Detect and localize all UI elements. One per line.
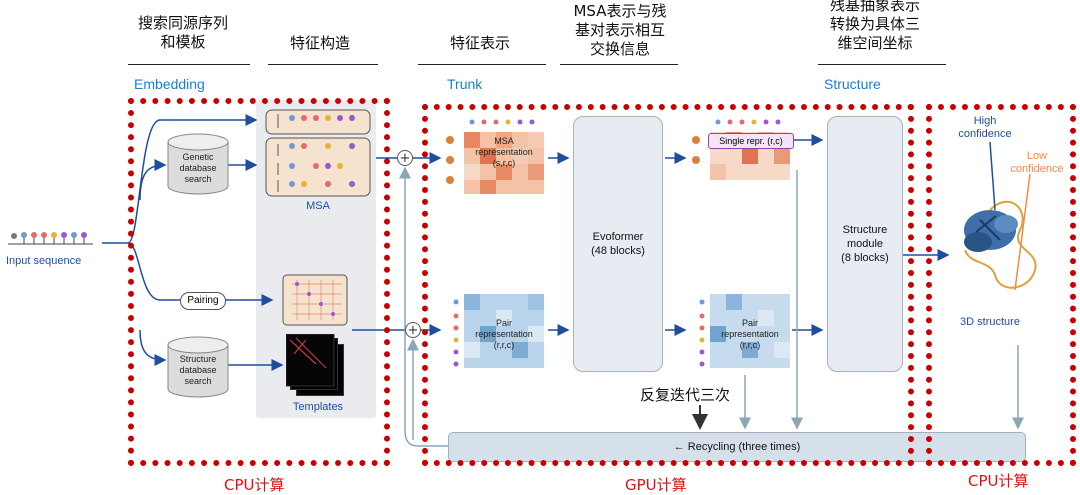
recycling-note: 反复迭代三次 — [640, 386, 731, 404]
pair-repr-out-label: Pair representation (r,r,c) — [721, 318, 779, 350]
3d-structure-label: 3D structure — [960, 316, 1020, 328]
sequence-glyph — [8, 232, 93, 245]
structure-db-label: Structure database search — [179, 354, 217, 386]
header-represent: 特征表示 — [449, 34, 510, 52]
divider — [418, 64, 546, 65]
header-exchange: MSA表示与残 基对表示相互 交换信息 — [573, 2, 667, 58]
msa-label: MSA — [306, 200, 330, 212]
high-confidence-label: High confidence — [958, 115, 1012, 140]
gpu-label: GPU计算 — [625, 476, 687, 494]
low-confidence-label: Low confidence — [1010, 150, 1064, 175]
pair-repr-label: Pair representation (r,r,c) — [475, 318, 533, 350]
msa-representation-matrix — [446, 119, 544, 194]
divider — [818, 64, 946, 65]
pair-representation-matrix — [699, 294, 790, 368]
cpu-label: CPU计算 — [224, 476, 285, 494]
cpu-region-structure — [926, 104, 1076, 466]
single-repr-label: Single repr. (r,c) — [708, 133, 794, 149]
msa-feature-icon — [265, 109, 371, 197]
templates-label: Templates — [292, 401, 344, 413]
section-structure: Structure — [824, 76, 881, 92]
header-search: 搜索同源序列 和模板 — [137, 14, 228, 51]
plus-node: + — [405, 322, 421, 338]
pairing-grid-icon — [282, 274, 348, 326]
database-icon — [167, 336, 229, 398]
divider — [128, 64, 250, 65]
evoformer-block: Evoformer (48 blocks) — [573, 116, 663, 372]
structure-module-block: Structure module (8 blocks) — [827, 116, 903, 372]
pair-representation-matrix — [453, 294, 544, 368]
cpu-region-embedding — [128, 98, 390, 466]
section-trunk: Trunk — [447, 76, 483, 92]
section-embedding: Embedding — [134, 76, 205, 92]
template-image — [286, 334, 335, 387]
divider — [560, 64, 678, 65]
cpu-label: CPU计算 — [968, 472, 1029, 490]
divider — [268, 64, 378, 65]
header-structure: 残基抽象表示 转换为具体三 维空间坐标 — [829, 0, 920, 52]
pairing-label: Pairing — [180, 292, 226, 310]
database-icon — [167, 133, 229, 195]
header-features: 特征构造 — [289, 34, 350, 52]
msa-repr-label: MSA representation (s,r,c) — [475, 136, 533, 168]
confidence-pointers — [989, 141, 1031, 291]
protein-structure-image — [964, 200, 1037, 289]
plus-node: + — [397, 150, 413, 166]
input-sequence-label: Input sequence — [6, 255, 82, 267]
genetic-db-label: Genetic database search — [179, 152, 217, 184]
gpu-region-trunk — [422, 104, 914, 466]
